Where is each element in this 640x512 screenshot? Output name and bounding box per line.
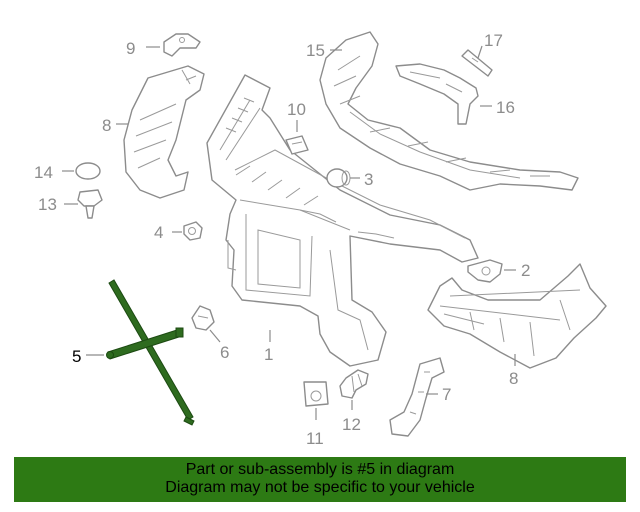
callout-12: 12 xyxy=(342,415,361,434)
banner-line-disclaimer: Diagram may not be specific to your vehi… xyxy=(165,479,475,496)
callout-6: 6 xyxy=(220,343,229,362)
banner-line-part-info: Part or sub-assembly is #5 in diagram xyxy=(185,461,455,478)
callout-7: 7 xyxy=(442,385,451,404)
part-8-left-bracket xyxy=(123,65,205,199)
callout-2: 2 xyxy=(521,261,530,280)
part-4-clip xyxy=(183,221,203,241)
parts-diagram: 1 2 3 4 5 6 7 xyxy=(34,31,607,448)
part-13-push-pin xyxy=(77,189,103,219)
callout-3: 3 xyxy=(364,170,373,189)
callout-11: 11 xyxy=(306,429,324,448)
callout-1: 1 xyxy=(264,345,273,364)
part-12-hose xyxy=(339,369,369,399)
part-14-seal xyxy=(75,162,101,180)
part-1-radiator-support xyxy=(206,74,479,367)
part-6-bracket xyxy=(191,305,215,331)
callout-8-left: 8 xyxy=(102,116,111,135)
callout-15: 15 xyxy=(306,41,325,60)
part-3-grommet xyxy=(326,168,351,188)
part-8-right-bracket xyxy=(427,263,607,369)
info-banner: Part or sub-assembly is #5 in diagram Di… xyxy=(14,457,626,502)
callout-4: 4 xyxy=(154,223,163,242)
part-9-bracket xyxy=(163,33,201,57)
callout-9: 9 xyxy=(126,39,135,58)
part-7-lower-bracket xyxy=(389,357,445,437)
part-2-bracket xyxy=(467,259,503,283)
part-16-side-bracket xyxy=(395,63,479,125)
callout-14: 14 xyxy=(34,163,53,182)
callout-10: 10 xyxy=(287,100,306,119)
callout-17: 17 xyxy=(484,31,503,50)
callout-13: 13 xyxy=(38,195,57,214)
part-15-upper-tie-bar xyxy=(319,31,579,191)
part-11-clip xyxy=(303,381,329,407)
callout-5: 5 xyxy=(72,347,81,366)
callout-8-right: 8 xyxy=(509,369,518,388)
callout-16: 16 xyxy=(496,98,515,117)
part-5-brace-highlighted xyxy=(106,279,195,426)
part-17-clip xyxy=(461,49,493,77)
part-10-insert xyxy=(285,135,309,155)
